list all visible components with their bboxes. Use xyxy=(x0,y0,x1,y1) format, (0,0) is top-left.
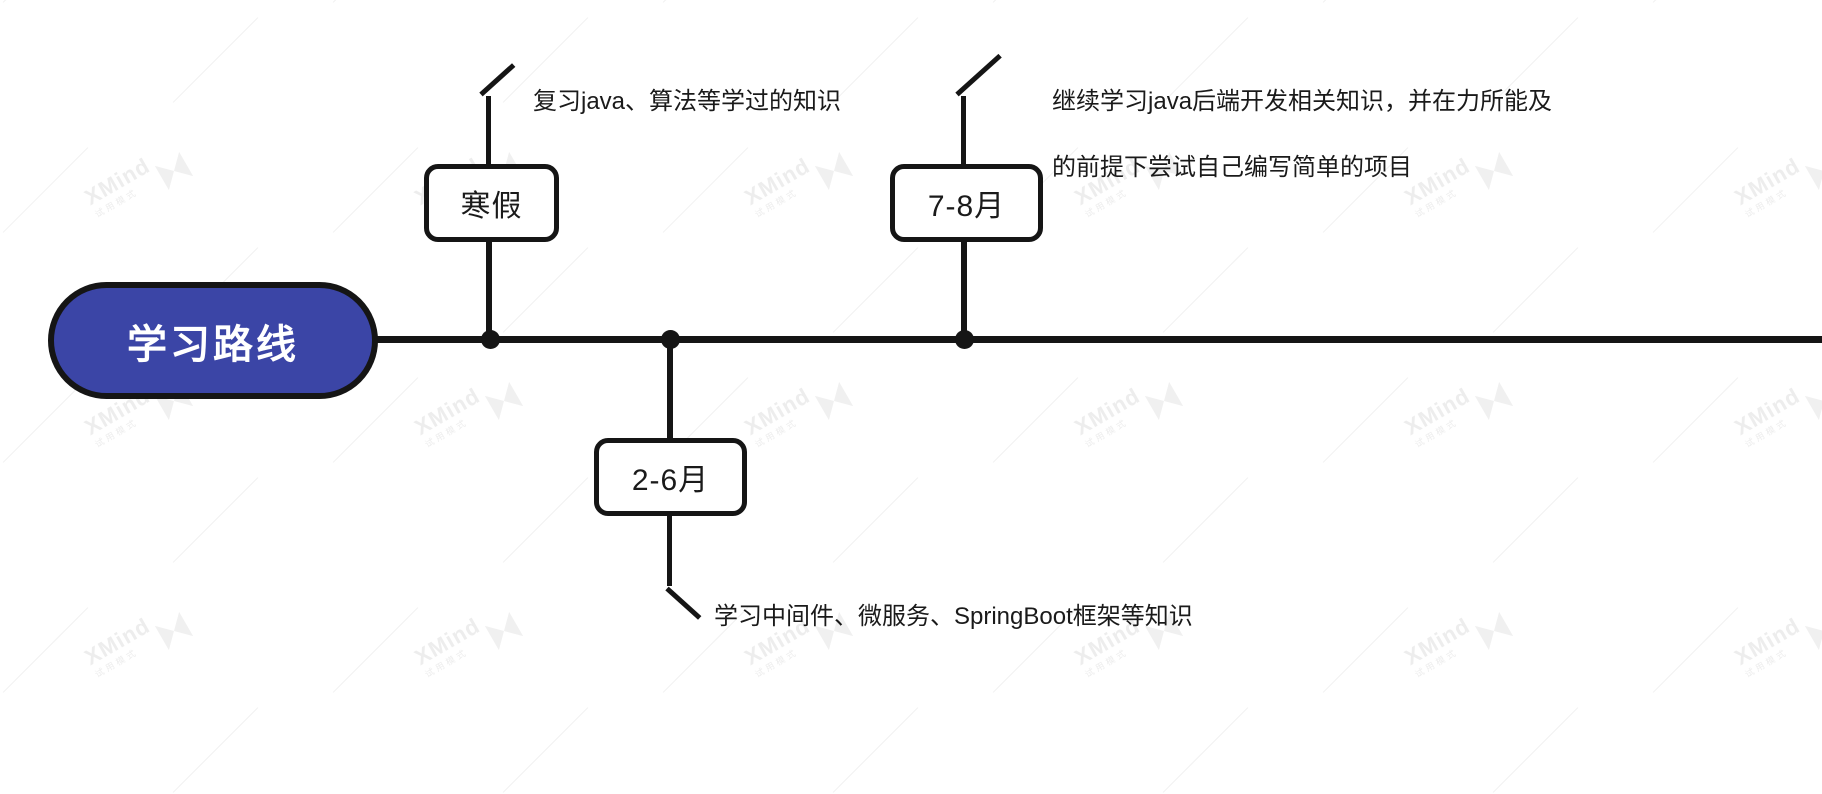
milestone-note-3: 继续学习java后端开发相关知识，并在力所能及 的前提下尝试自己编写简单的项目 xyxy=(1012,52,1552,217)
timeline-stem-2 xyxy=(667,340,673,440)
timeline-dot-2[interactable] xyxy=(661,330,680,349)
milestone-label-1: 寒假 xyxy=(460,190,523,223)
milestone-note-2: 学习中间件、微服务、SpringBoot框架等知识 xyxy=(714,603,1193,630)
note-stem-2 xyxy=(667,514,672,586)
note-stem-3 xyxy=(961,96,966,168)
milestone-box-1[interactable]: 寒假 xyxy=(424,164,559,242)
root-node-label: 学习路线 xyxy=(127,322,299,367)
note-stem-1 xyxy=(486,96,491,168)
timeline-stem-3 xyxy=(961,238,967,338)
milestone-box-2[interactable]: 2-6月 xyxy=(594,438,747,516)
milestone-note-3-line-1: 继续学习java后端开发相关知识，并在力所能及 xyxy=(1052,88,1553,115)
timeline-axis xyxy=(372,336,1822,343)
milestone-label-3: 7-8月 xyxy=(927,190,1006,223)
milestone-label-2: 2-6月 xyxy=(631,464,710,497)
timeline-dot-1[interactable] xyxy=(481,330,500,349)
milestone-note-1: 复习java、算法等学过的知识 xyxy=(533,88,842,115)
root-node[interactable]: 学习路线 xyxy=(48,282,378,399)
milestone-note-3-line-2: 的前提下尝试自己编写简单的项目 xyxy=(1052,154,1413,181)
note-hook-1 xyxy=(479,63,516,97)
note-hook-3 xyxy=(955,53,1002,97)
timeline-stem-1 xyxy=(486,238,492,338)
timeline-dot-3[interactable] xyxy=(955,330,974,349)
note-hook-2 xyxy=(665,586,702,620)
